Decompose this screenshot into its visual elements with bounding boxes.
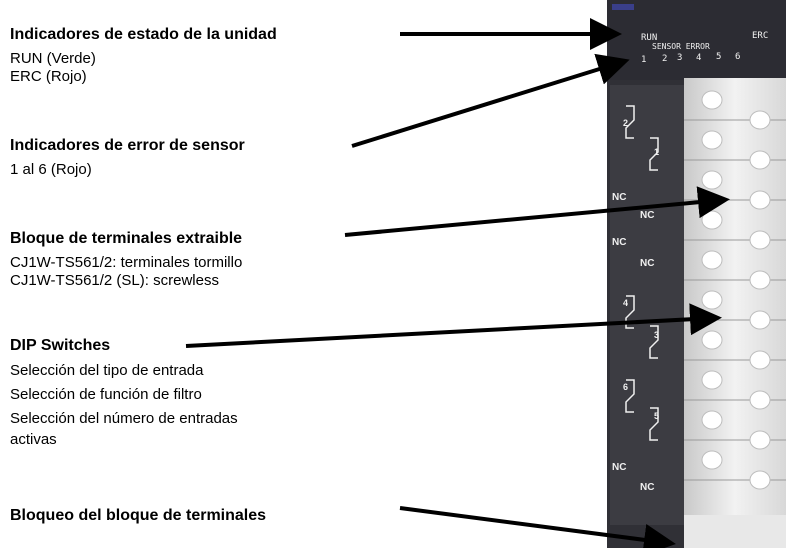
led-number-4: 4 [696, 53, 701, 63]
erc-led-description: ERC (Rojo) [10, 68, 87, 85]
nc-label: NC [612, 192, 626, 203]
sensor-error-arrow [351, 53, 630, 148]
terminal-label-panel [610, 85, 684, 525]
nc-label: NC [640, 210, 654, 221]
sensor-numbers: 2 1 4 3 6 5 [623, 118, 659, 421]
dip-active-inputs-line: Selección del número de entradas [10, 410, 238, 427]
nc-label: NC [640, 258, 654, 269]
dip-input-type-line: Selección del tipo de entrada [10, 362, 204, 379]
led-number-1: 1 [641, 55, 646, 65]
sensor-number-5: 5 [654, 411, 659, 421]
sensor-error-description: 1 al 6 (Rojo) [10, 161, 92, 178]
nc-label: NC [640, 482, 654, 493]
sensor-symbol-3 [649, 325, 659, 359]
dip-switches-title: DIP Switches [10, 337, 111, 354]
sensor-number-2: 2 [623, 118, 628, 128]
terminal-block-screwless-line: CJ1W-TS561/2 (SL): screwless [10, 272, 219, 289]
led-number-6: 6 [735, 52, 740, 62]
led-sensor-error-label: SENSOR ERROR [652, 42, 710, 51]
sensor-number-6: 6 [623, 382, 628, 392]
sensor-number-1: 1 [654, 147, 659, 157]
sensor-symbols [625, 105, 659, 441]
led-run-label: RUN [641, 33, 657, 43]
led-number-2: 2 [662, 54, 667, 64]
led-number-3: 3 [677, 53, 682, 63]
led-panel [607, 0, 786, 80]
led-number-row: 1 2 3 4 5 6 [641, 52, 740, 65]
dip-switches-arrow [185, 303, 722, 348]
nc-label: NC [612, 462, 626, 473]
terminal-block-callout: Bloque de terminales extraible CJ1W-TS56… [10, 229, 242, 290]
dip-filter-line: Selección de función de filtro [10, 386, 202, 403]
sensor-number-3: 3 [654, 330, 659, 340]
sensor-symbol-6 [625, 379, 635, 413]
sensor-error-callout: Indicadores de error de sensor 1 al 6 (R… [10, 136, 245, 179]
status-indicators-title: Indicadores de estado de la unidad [10, 26, 277, 43]
sensor-symbol-2 [625, 105, 635, 139]
run-led-description: RUN (Verde) [10, 50, 96, 67]
terminal-screws [701, 90, 771, 490]
terminal-block-screw-line: CJ1W-TS561/2: terminales tormillo [10, 254, 243, 271]
terminal-cover [684, 78, 786, 548]
dip-active-inputs-line-cont: activas [10, 431, 57, 448]
led-erc-label: ERC [752, 31, 768, 41]
terminal-lock-bar [684, 515, 786, 548]
sensor-symbol-5 [649, 407, 659, 441]
sensor-symbol-4 [625, 295, 635, 329]
terminal-block-arrow [344, 186, 730, 237]
status-indicators-callout: Indicadores de estado de la unidad RUN (… [10, 25, 277, 86]
brand-strip [612, 4, 634, 10]
lock-title: Bloqueo del bloque de terminales [10, 507, 267, 524]
terminal-block-title: Bloque de terminales extraible [10, 230, 243, 247]
nc-labels: NC NC NC NC NC NC [612, 192, 654, 493]
lock-callout: Bloqueo del bloque de terminales [10, 506, 266, 525]
sensor-number-4: 4 [623, 298, 628, 308]
sensor-error-title: Indicadores de error de sensor [10, 137, 245, 154]
dip-switches-callout: DIP Switches Selección del tipo de entra… [10, 336, 238, 448]
sensor-symbol-1 [649, 137, 659, 171]
callout-arrows [185, 18, 730, 548]
led-number-5: 5 [716, 52, 721, 62]
nc-label: NC [612, 237, 626, 248]
lock-arrow [399, 506, 676, 548]
